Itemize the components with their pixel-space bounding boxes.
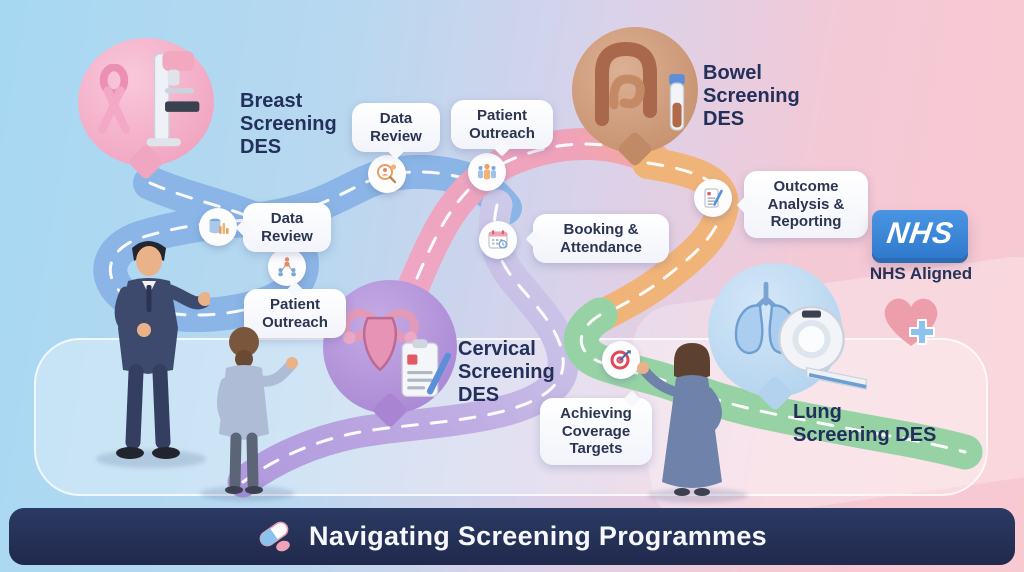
test-tube-icon — [669, 74, 685, 131]
step-label: Achieving Coverage Targets — [560, 405, 632, 458]
page-title: Navigating Screening Programmes — [309, 521, 767, 551]
people-group-icon — [468, 153, 506, 191]
target-arrow-icon — [602, 341, 640, 379]
database-chart-icon — [199, 208, 237, 246]
document-pen-icon — [694, 179, 732, 217]
programme-label-bowel: Bowel Screening DES — [703, 62, 800, 130]
mammography-machine-icon — [146, 51, 200, 147]
nhs-logo: NHS — [872, 210, 968, 258]
cervical-screening-bubble — [323, 280, 457, 429]
woman-blue-figure — [637, 343, 722, 496]
breast-screening-bubble — [78, 38, 214, 181]
man-figure — [114, 241, 210, 459]
step-booking-attendance: Booking & Attendance — [525, 214, 669, 264]
step-label: Patient Outreach — [262, 296, 328, 331]
magnifier-person-icon — [368, 155, 406, 193]
step-data-review-2: Data Review — [352, 103, 440, 160]
bowel-screening-bubble — [572, 27, 698, 168]
pink-ribbon-icon — [98, 64, 130, 134]
step-label: Booking & Attendance — [560, 221, 642, 256]
step-label: Patient Outreach — [469, 107, 535, 142]
step-label: Data Review — [370, 110, 422, 145]
step-patient-outreach-2: Patient Outreach — [451, 100, 553, 157]
ct-scanner-icon — [778, 305, 867, 390]
clipboard-pen-icon — [401, 339, 452, 398]
people-network-icon — [268, 248, 306, 286]
step-data-review-1: Data Review — [235, 203, 331, 253]
calendar-clock-icon — [479, 221, 517, 259]
programme-label-breast: Breast Screening DES — [240, 90, 337, 158]
step-achieving-coverage: Achieving Coverage Targets — [540, 390, 652, 466]
intestine-icon — [595, 41, 657, 126]
programme-label-cervical: Cervical Screening DES — [458, 338, 555, 406]
step-outcome-analysis: Outcome Analysis & Reporting — [736, 171, 868, 239]
title-bar: Navigating Screening Programmes — [9, 508, 1015, 565]
heart-cross-icon — [884, 298, 938, 346]
figure-shadow — [200, 486, 295, 501]
woman-grey-figure — [217, 327, 298, 494]
nhs-aligned-label: NHS Aligned — [869, 264, 973, 283]
nhs-logo-text: NHS — [884, 217, 956, 250]
figure-shadow — [648, 488, 748, 503]
step-label: Data Review — [261, 210, 313, 245]
programme-label-lung: Lung Screening DES — [793, 401, 937, 446]
lung-screening-bubble — [708, 263, 867, 412]
pills-icon — [259, 521, 290, 551]
step-label: Outcome Analysis & Reporting — [767, 178, 845, 231]
step-patient-outreach-1: Patient Outreach — [244, 281, 346, 339]
